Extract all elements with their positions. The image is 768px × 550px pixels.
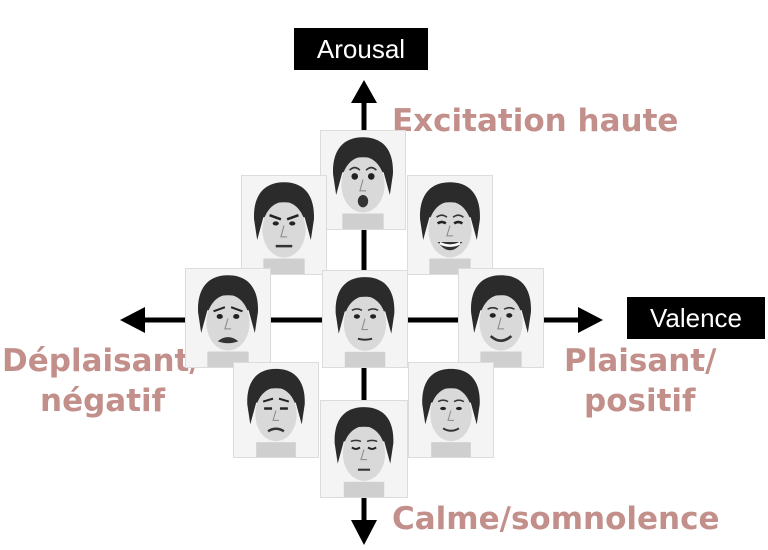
face-center-neutral (322, 270, 408, 368)
arousal-axis-label: Arousal (316, 33, 406, 64)
face-lower-left-sad-image (247, 368, 305, 457)
valence-axis-box: Valence (627, 297, 765, 339)
arrow-down-head (351, 520, 377, 545)
positive-valence-label-line1: Plaisant/ (564, 343, 717, 379)
low-arousal-label: Calme/somnolence (392, 501, 720, 537)
face-left-distressed (185, 268, 271, 368)
face-upper-left-angry (241, 175, 327, 275)
face-right-content-image (470, 275, 532, 367)
face-left-distressed-image (197, 275, 259, 367)
arrow-right-head (578, 307, 603, 333)
face-upper-right-happy (407, 175, 493, 275)
face-lower-left-sad (233, 362, 319, 458)
face-lower-right-serene (408, 362, 494, 458)
face-upper-left-angry-image (253, 182, 315, 274)
face-top-surprised-image (332, 137, 394, 229)
face-bottom-sleepy (320, 400, 408, 498)
face-upper-right-happy-image (419, 182, 481, 274)
face-lower-right-serene-image (422, 368, 480, 457)
face-bottom-sleepy-image (334, 407, 394, 497)
face-center-neutral-image (335, 277, 395, 367)
face-top-surprised (320, 130, 406, 230)
high-arousal-label: Excitation haute (392, 103, 679, 139)
arousal-axis-box: Arousal (294, 28, 428, 70)
face-right-content (458, 268, 544, 368)
negative-valence-label-line2: négatif (40, 383, 166, 419)
arrow-left-head (120, 307, 145, 333)
arrow-up-head (351, 80, 377, 103)
positive-valence-label-line2: positif (584, 383, 696, 419)
valence-axis-label: Valence (649, 302, 743, 333)
negative-valence-label-line1: Déplaisant/ (2, 343, 201, 379)
